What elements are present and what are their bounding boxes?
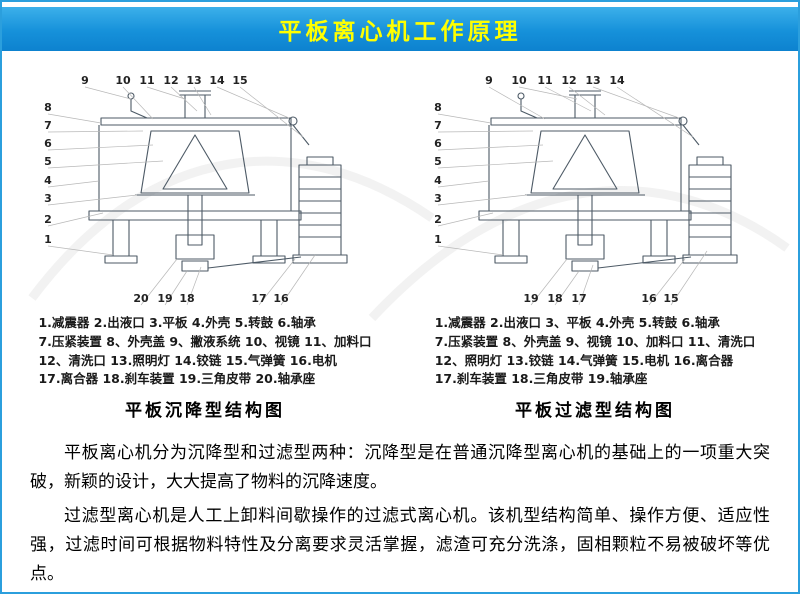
svg-text:5: 5: [434, 155, 442, 168]
parts-line: 7.压紧装置 8、外壳盖 9、视镜 10、加料口 11、清洗口: [434, 333, 756, 349]
svg-text:12: 12: [163, 74, 178, 87]
description: 平板离心机分为沉降型和过滤型两种：沉降型是在普通沉降型离心机的基础上的一项重大突…: [30, 439, 770, 588]
parts-line: 7.压紧装置 8、外壳盖 9、撇液系统 10、视镜 11、加料口: [38, 333, 372, 349]
diagram-caption: 平板沉降型结构图: [125, 401, 285, 421]
svg-text:6: 6: [434, 137, 442, 150]
svg-text:18: 18: [547, 292, 562, 305]
svg-text:6: 6: [44, 137, 52, 150]
svg-text:9: 9: [485, 74, 493, 87]
svg-text:2: 2: [434, 213, 442, 226]
svg-text:16: 16: [273, 292, 289, 305]
diagram-caption: 平板过滤型结构图: [515, 401, 675, 421]
parts-line: 12、清洗口 13.照明灯 14.铰链 15.气弹簧 16.电机: [38, 352, 337, 368]
centrifuge-filtration-diagram: 9 10 11 12 13 14 8 7 6 5 4 3 2 1 19 18 17 16 15: [434, 74, 738, 306]
parts-list: 1.减震器 2.出液口 3、平板 4.外壳 5.转鼓 6.轴承 7.压紧装置 8…: [435, 314, 756, 389]
svg-text:7: 7: [434, 119, 442, 132]
svg-text:13: 13: [585, 74, 600, 87]
svg-text:14: 14: [209, 74, 225, 87]
svg-text:20: 20: [133, 292, 149, 305]
svg-text:5: 5: [44, 155, 52, 168]
svg-text:15: 15: [663, 292, 678, 305]
page-title: 平板离心机工作原理: [278, 19, 522, 45]
parts-line: 12、照明灯 13.铰链 14.气弹簧 15.电机 16.离合器: [434, 352, 734, 368]
paragraph-sedimentation: 平板离心机分为沉降型和过滤型两种：沉降型是在普通沉降型离心机的基础上的一项重大突…: [30, 443, 770, 492]
svg-text:9: 9: [81, 74, 89, 87]
parts-line: 17.刹车装置 18.三角皮带 19.轴承座: [434, 371, 648, 387]
parts-line: 1.减震器 2.出液口 3.平板 4.外壳 5.转鼓 6.轴承: [38, 315, 316, 330]
svg-text:19: 19: [523, 292, 538, 305]
svg-text:10: 10: [511, 74, 527, 87]
svg-text:4: 4: [44, 174, 52, 187]
svg-text:8: 8: [44, 101, 52, 114]
diagram-filtration-type: 9 10 11 12 13 14 8 7 6 5 4 3 2 1 19 18 17 16 15 1.减震器 2.出液…: [408, 71, 782, 421]
parts-line: 17.离合器 18.刹车装置 19.三角皮带 20.轴承座: [38, 371, 316, 387]
svg-text:19: 19: [157, 292, 172, 305]
svg-text:11: 11: [139, 74, 154, 87]
svg-text:12: 12: [561, 74, 576, 87]
page-header: 平板离心机工作原理: [2, 7, 798, 51]
svg-text:7: 7: [44, 119, 52, 132]
paragraph-filtration: 过滤型离心机是人工上卸料间歇操作的过滤式离心机。该机型结构简单、操作方便、适应性…: [30, 505, 770, 584]
svg-text:1: 1: [434, 233, 442, 246]
svg-text:13: 13: [186, 74, 201, 87]
svg-text:4: 4: [434, 174, 442, 187]
svg-text:14: 14: [609, 74, 625, 87]
svg-text:17: 17: [251, 292, 266, 305]
parts-line: 1.减震器 2.出液口 3、平板 4.外壳 5.转鼓 6.轴承: [434, 315, 720, 330]
svg-text:3: 3: [434, 192, 442, 205]
svg-text:3: 3: [44, 192, 52, 205]
svg-text:17: 17: [571, 292, 586, 305]
svg-text:16: 16: [641, 292, 657, 305]
svg-text:1: 1: [44, 233, 52, 246]
svg-text:8: 8: [434, 101, 442, 114]
svg-text:15: 15: [232, 74, 247, 87]
svg-text:10: 10: [115, 74, 131, 87]
svg-text:2: 2: [44, 213, 52, 226]
svg-text:18: 18: [179, 292, 194, 305]
parts-list: 1.减震器 2.出液口 3.平板 4.外壳 5.转鼓 6.轴承 7.压紧装置 8…: [38, 314, 371, 389]
svg-text:11: 11: [537, 74, 552, 87]
